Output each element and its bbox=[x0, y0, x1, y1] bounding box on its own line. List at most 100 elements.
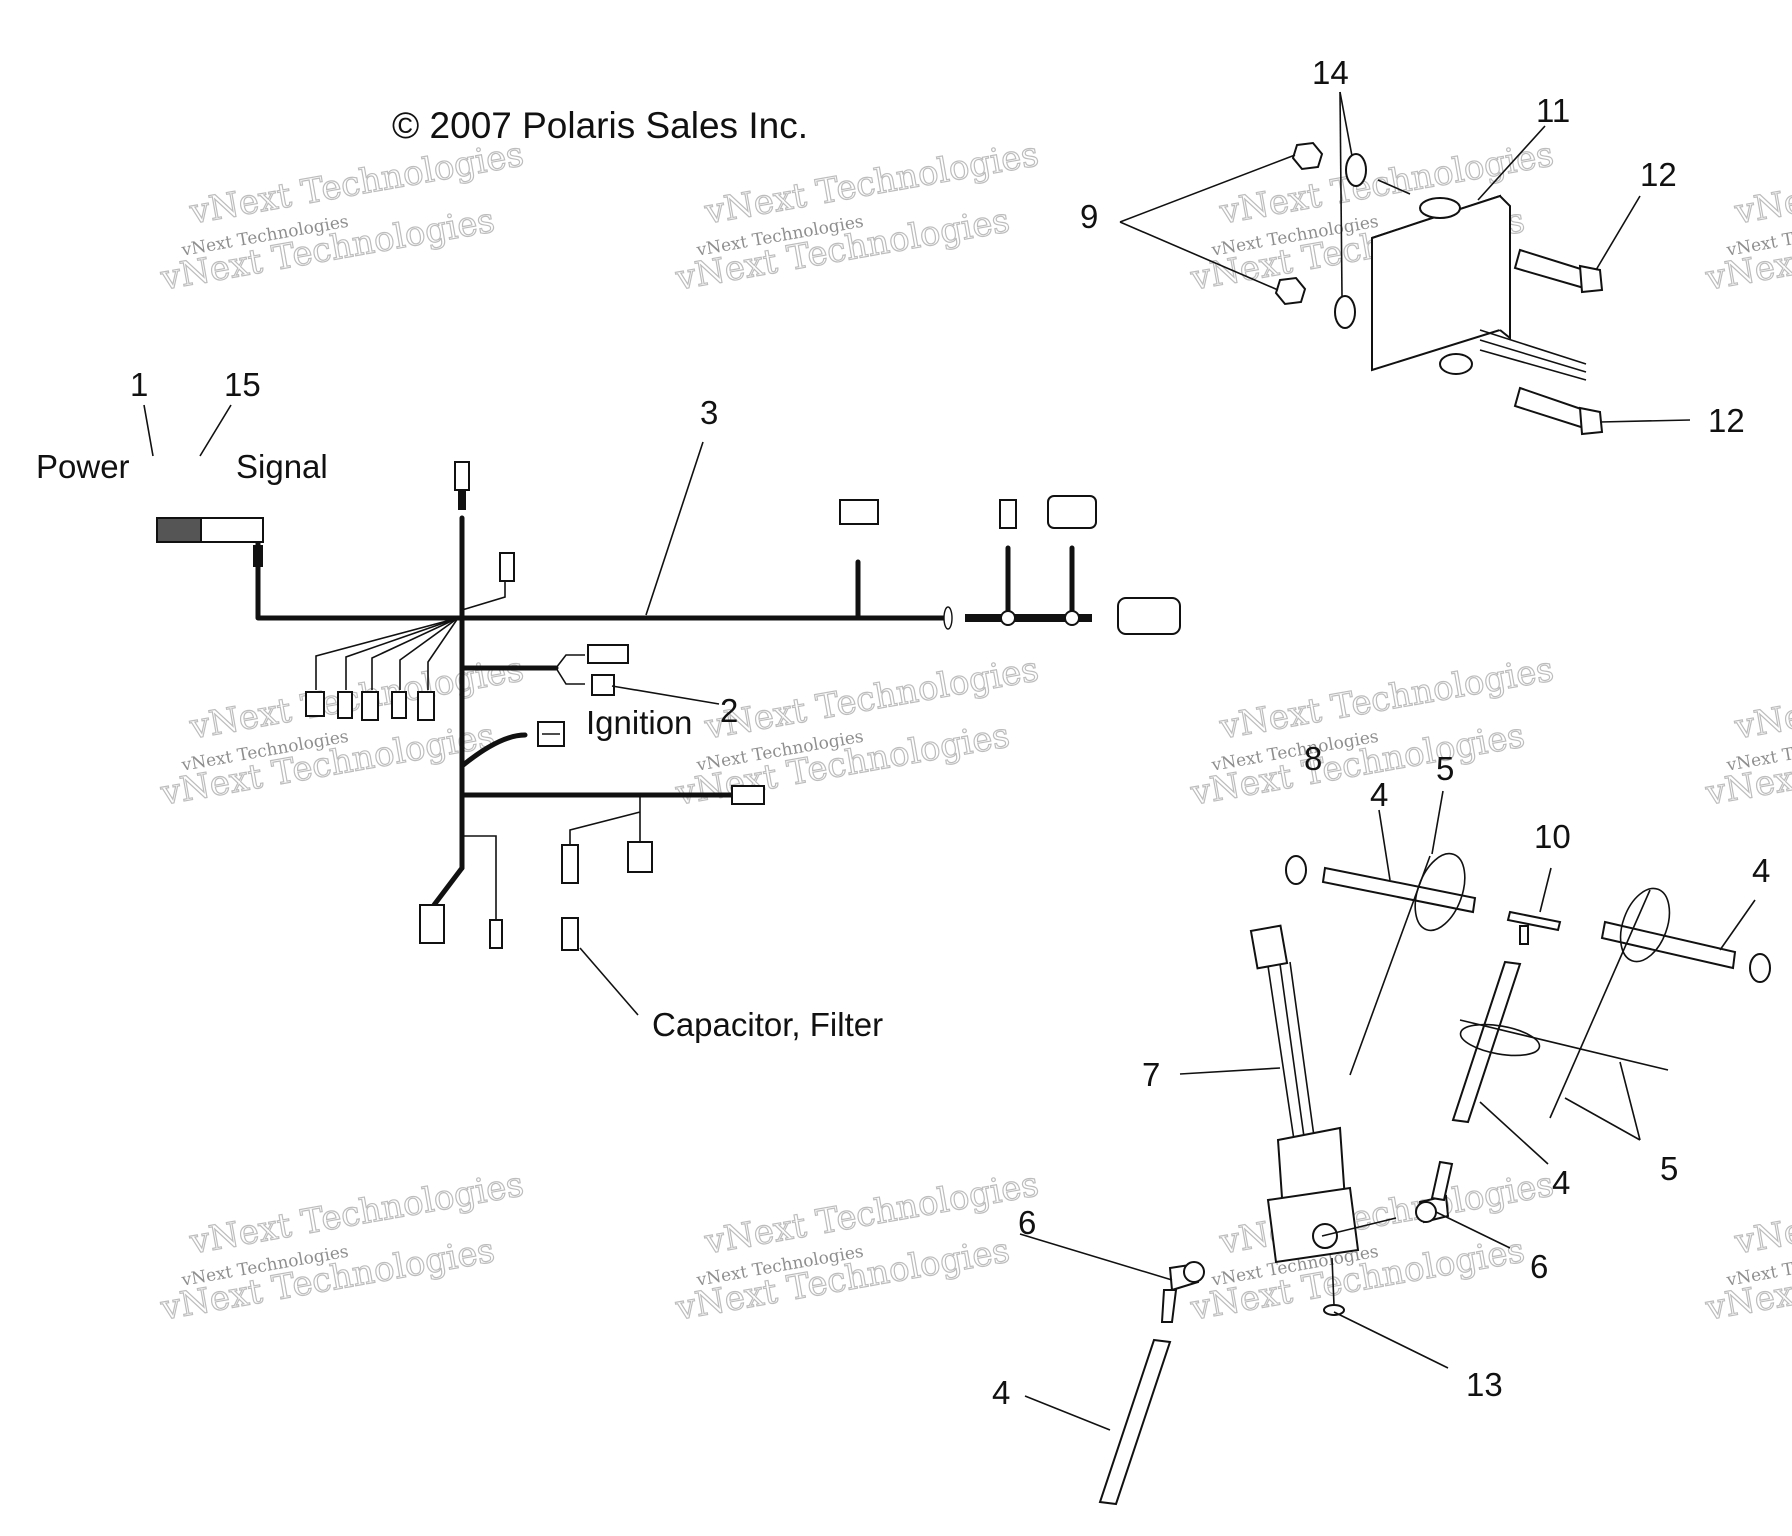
harness-clip bbox=[943, 606, 953, 630]
small-connector bbox=[417, 691, 435, 721]
ecu-wire bbox=[1479, 339, 1587, 373]
wire bbox=[371, 617, 459, 690]
hose-clamp bbox=[1285, 855, 1307, 885]
cable-tie-loop bbox=[1619, 887, 1671, 963]
small-connector bbox=[337, 691, 353, 719]
label-signal: Signal bbox=[236, 448, 328, 485]
ignition-connector bbox=[587, 644, 629, 664]
callout-7: 7 bbox=[1142, 1056, 1160, 1093]
bolt-shank bbox=[1513, 386, 1585, 430]
small-connector bbox=[627, 841, 653, 873]
power-signal-housing-shaded bbox=[156, 517, 202, 543]
watermark: vNext Technologies vNext Technologies vN… bbox=[157, 1164, 528, 1329]
cable-tie-loop bbox=[1459, 1023, 1541, 1057]
leader bbox=[1599, 419, 1691, 423]
top-connector-plug bbox=[458, 490, 466, 510]
cable-tie-loop bbox=[1414, 852, 1466, 932]
watermark-text: vNext Technologies bbox=[1731, 649, 1792, 747]
callout-14: 14 bbox=[1312, 54, 1349, 91]
wire bbox=[461, 582, 506, 611]
leader bbox=[143, 404, 154, 457]
callout-6: 6 bbox=[1530, 1248, 1548, 1285]
leader bbox=[1539, 867, 1552, 913]
leader bbox=[1019, 1233, 1173, 1281]
hose-fitting-ring bbox=[1183, 1261, 1205, 1283]
screw-shank bbox=[1331, 1257, 1335, 1306]
leader bbox=[1179, 1067, 1281, 1075]
bolt-shank bbox=[1513, 248, 1585, 290]
wire bbox=[555, 654, 585, 685]
small-connector bbox=[499, 552, 515, 582]
branch-connector bbox=[731, 785, 765, 805]
temp-sensor bbox=[1506, 910, 1562, 932]
leader bbox=[1321, 1217, 1397, 1237]
sensor-assembly bbox=[1098, 852, 1771, 1506]
leader-lines bbox=[143, 91, 1756, 1431]
bottom-connector bbox=[489, 919, 503, 949]
callout-9: 9 bbox=[1080, 198, 1098, 235]
bolt bbox=[1513, 386, 1604, 436]
harness-junction bbox=[1064, 610, 1080, 626]
ecu-wire bbox=[1479, 349, 1587, 381]
leader bbox=[1119, 221, 1279, 291]
small-connector bbox=[361, 691, 379, 721]
callout-5: 5 bbox=[1660, 1150, 1678, 1187]
ignition-connector bbox=[591, 674, 615, 696]
leader bbox=[1564, 1097, 1641, 1141]
callout-15: 15 bbox=[224, 366, 261, 403]
harness-branch-relay bbox=[459, 732, 528, 769]
callout-13: 13 bbox=[1466, 1366, 1503, 1403]
watermark-text: vNext Technologies bbox=[1731, 134, 1792, 232]
hex-nut bbox=[1291, 141, 1324, 171]
bolt-head bbox=[1578, 264, 1604, 294]
leader bbox=[1339, 91, 1343, 297]
leader bbox=[1119, 154, 1296, 223]
small-connector bbox=[391, 691, 407, 719]
callout-11: 11 bbox=[1536, 92, 1570, 129]
ecu-body-side bbox=[1371, 194, 1511, 341]
hose bbox=[1321, 866, 1477, 914]
hose bbox=[1600, 920, 1737, 970]
wire bbox=[462, 835, 497, 920]
label-capacitor-filter: Capacitor, Filter bbox=[652, 1006, 883, 1043]
watermark: vNext Technologies vNext Technologies vN… bbox=[672, 134, 1043, 299]
harness-connector bbox=[1047, 495, 1097, 529]
label-power: Power bbox=[36, 448, 130, 485]
watermark-group: vNext Technologies vNext Technologies vN… bbox=[157, 134, 1792, 1329]
ecu-connector bbox=[1117, 597, 1181, 635]
hose-fitting-barb bbox=[1160, 1289, 1178, 1323]
watermark: vNext Technologies vNext Technologies vN… bbox=[157, 134, 528, 299]
power-signal-plug bbox=[253, 545, 263, 567]
harness-trunk bbox=[255, 539, 953, 621]
watermark: vNext Technologies vNext Technologies vN… bbox=[1702, 1164, 1792, 1329]
harness-sleeve bbox=[965, 614, 1092, 622]
screw-head bbox=[1323, 1304, 1345, 1316]
wire bbox=[315, 617, 459, 690]
wire bbox=[569, 795, 641, 845]
watermark: vNext Technologies vNext Technologies vN… bbox=[672, 649, 1043, 814]
ecu-mount-boss bbox=[1419, 197, 1461, 219]
leader bbox=[1595, 195, 1641, 271]
bolt bbox=[1513, 248, 1604, 294]
leader bbox=[1339, 91, 1353, 157]
callout-2: 2 bbox=[720, 692, 738, 729]
leader bbox=[1477, 125, 1546, 201]
leader bbox=[199, 404, 232, 457]
leader bbox=[1333, 1311, 1449, 1369]
callout-labels: 14 11 12 9 12 1 15 Power Signal 3 2 Igni… bbox=[36, 54, 1770, 1411]
harness-connector bbox=[999, 499, 1017, 529]
cable-tie bbox=[1549, 889, 1651, 1119]
leader bbox=[1479, 1101, 1549, 1165]
watermark: vNext Technologies vNext Technologies vN… bbox=[157, 649, 528, 814]
callout-5: 5 bbox=[1436, 750, 1454, 787]
callout-3: 3 bbox=[700, 394, 718, 431]
leader bbox=[1431, 790, 1444, 855]
leader bbox=[1024, 1395, 1111, 1431]
hose-fitting-ring bbox=[1415, 1201, 1437, 1223]
small-connector bbox=[561, 844, 579, 884]
hose bbox=[1451, 960, 1522, 1124]
washer-axis bbox=[1377, 179, 1411, 195]
callout-4: 4 bbox=[1552, 1164, 1570, 1201]
harness-connector bbox=[839, 499, 879, 525]
